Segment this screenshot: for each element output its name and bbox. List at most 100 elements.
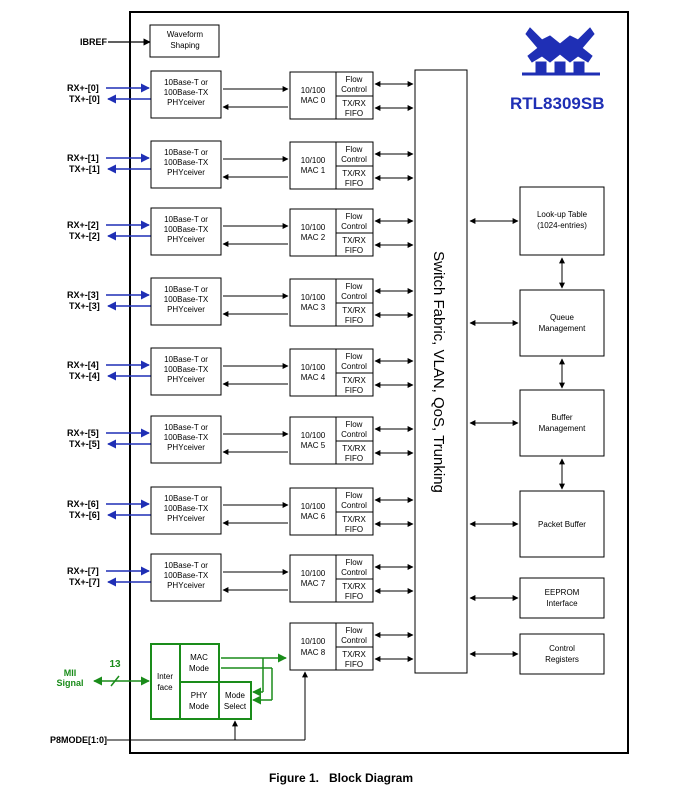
mac-label: MAC 1 (301, 166, 326, 175)
lookup-line2: (1024-entries) (537, 221, 587, 230)
phy-block (150, 140, 222, 189)
phy-label: 10Base-T or (164, 215, 208, 224)
buffer-line1: Buffer (551, 413, 573, 422)
rx-pin-label: RX+-[5] (67, 428, 99, 438)
switch-fabric-block (414, 69, 468, 674)
mac-label: 10/100 (301, 431, 326, 440)
phy-label: 100Base-TX (164, 295, 209, 304)
phy-block (150, 207, 222, 256)
phy-label: PHYceiver (167, 375, 205, 384)
flow-control-label: Flow (346, 352, 363, 361)
phy-label: PHYceiver (167, 235, 205, 244)
buffer-line2: Management (539, 424, 586, 433)
fifo-label: TX/RX (342, 236, 366, 245)
p8mode-label: P8MODE[1:0] (50, 735, 107, 745)
flow-control-label: Flow (346, 420, 363, 429)
rx-pin-label: RX+-[0] (67, 83, 99, 93)
phy-block (150, 553, 222, 602)
flow-control-label: Control (341, 362, 367, 371)
flow-control-label: Flow (346, 282, 363, 291)
mac-label: 10/100 (301, 363, 326, 372)
mac-block (289, 208, 337, 257)
queue-management-block (519, 289, 605, 357)
mii-bus-width: 13 (109, 659, 121, 670)
mode-select-line1: Mode (225, 691, 246, 700)
eeprom-line2: Interface (546, 599, 578, 608)
waveform-line2: Shaping (170, 41, 199, 50)
flow-control-block (335, 141, 374, 167)
phy-label: 10Base-T or (164, 494, 208, 503)
mac-label: MAC 0 (301, 96, 326, 105)
fifo-label: FIFO (345, 246, 363, 255)
mii-interface-line2: face (157, 683, 173, 692)
phy-block (150, 347, 222, 396)
mac-label: 10/100 (301, 293, 326, 302)
mii-group: Inter face MAC Mode PHY Mode Mode Select (150, 643, 252, 720)
tx-pin-label: TX+-[1] (69, 164, 100, 174)
phy-label: 10Base-T or (164, 78, 208, 87)
chip-outline (129, 11, 629, 754)
phy-label: 10Base-T or (164, 148, 208, 157)
flow-control-label: Control (341, 501, 367, 510)
flow-control-label: Control (341, 85, 367, 94)
mac-label: MAC 3 (301, 303, 326, 312)
flow-control-label: Control (341, 292, 367, 301)
tx-pin-label: TX+-[4] (69, 371, 100, 381)
mac8-fifo-line1: TX/RX (342, 650, 366, 659)
queue-line2: Management (539, 324, 586, 333)
fifo-label: TX/RX (342, 444, 366, 453)
flow-control-label: Flow (346, 75, 363, 84)
phy-label: 10Base-T or (164, 561, 208, 570)
phy-label: 10Base-T or (164, 285, 208, 294)
phy-label: 100Base-TX (164, 433, 209, 442)
fifo-label: FIFO (345, 316, 363, 325)
fifo-label: FIFO (345, 179, 363, 188)
waveform-block (149, 24, 220, 58)
mac-label: MAC 6 (301, 512, 326, 521)
phy-label: PHYceiver (167, 443, 205, 452)
mac8-block (289, 622, 337, 671)
fifo-block (335, 578, 374, 603)
mac-label: 10/100 (301, 156, 326, 165)
p8mode-wires (107, 671, 308, 741)
flow-control-label: Control (341, 155, 367, 164)
mac8-fifo (335, 646, 374, 671)
fifo-label: TX/RX (342, 99, 366, 108)
phy-mode-block (179, 681, 220, 720)
mac-label: MAC 5 (301, 441, 326, 450)
mac-mode-line2: Mode (189, 664, 210, 673)
flow-control-label: Flow (346, 145, 363, 154)
mac8-flow-line2: Control (341, 636, 367, 645)
tx-pin-label: TX+-[0] (69, 94, 100, 104)
phy-mode-line1: PHY (191, 691, 208, 700)
packet-buffer-label: Packet Buffer (538, 520, 586, 529)
fifo-block (335, 232, 374, 257)
phy-block (150, 486, 222, 535)
control-line1: Control (549, 644, 575, 653)
flow-control-label: Control (341, 430, 367, 439)
phy-label: PHYceiver (167, 98, 205, 107)
queue-line1: Queue (550, 313, 575, 322)
control-line2: Registers (545, 655, 579, 664)
eeprom-interface-block (519, 577, 605, 619)
phy-label: PHYceiver (167, 305, 205, 314)
flow-control-block (335, 554, 374, 580)
ibref-label: IBREF (80, 37, 108, 47)
fifo-label: FIFO (345, 386, 363, 395)
mac8-line1: 10/100 (301, 637, 326, 646)
mac-label: 10/100 (301, 569, 326, 578)
tx-pin-label: TX+-[5] (69, 439, 100, 449)
fifo-block (335, 511, 374, 536)
waveform-line1: Waveform (167, 30, 203, 39)
flow-control-label: Control (341, 222, 367, 231)
phy-label: PHYceiver (167, 581, 205, 590)
phy-label: 100Base-TX (164, 365, 209, 374)
fifo-block (335, 165, 374, 190)
mac-label: MAC 4 (301, 373, 326, 382)
phy-block (150, 277, 222, 326)
flow-control-label: Flow (346, 491, 363, 500)
mii-signal-line1: MII (64, 668, 77, 678)
fifo-label: TX/RX (342, 169, 366, 178)
rx-pin-label: RX+-[2] (67, 220, 99, 230)
